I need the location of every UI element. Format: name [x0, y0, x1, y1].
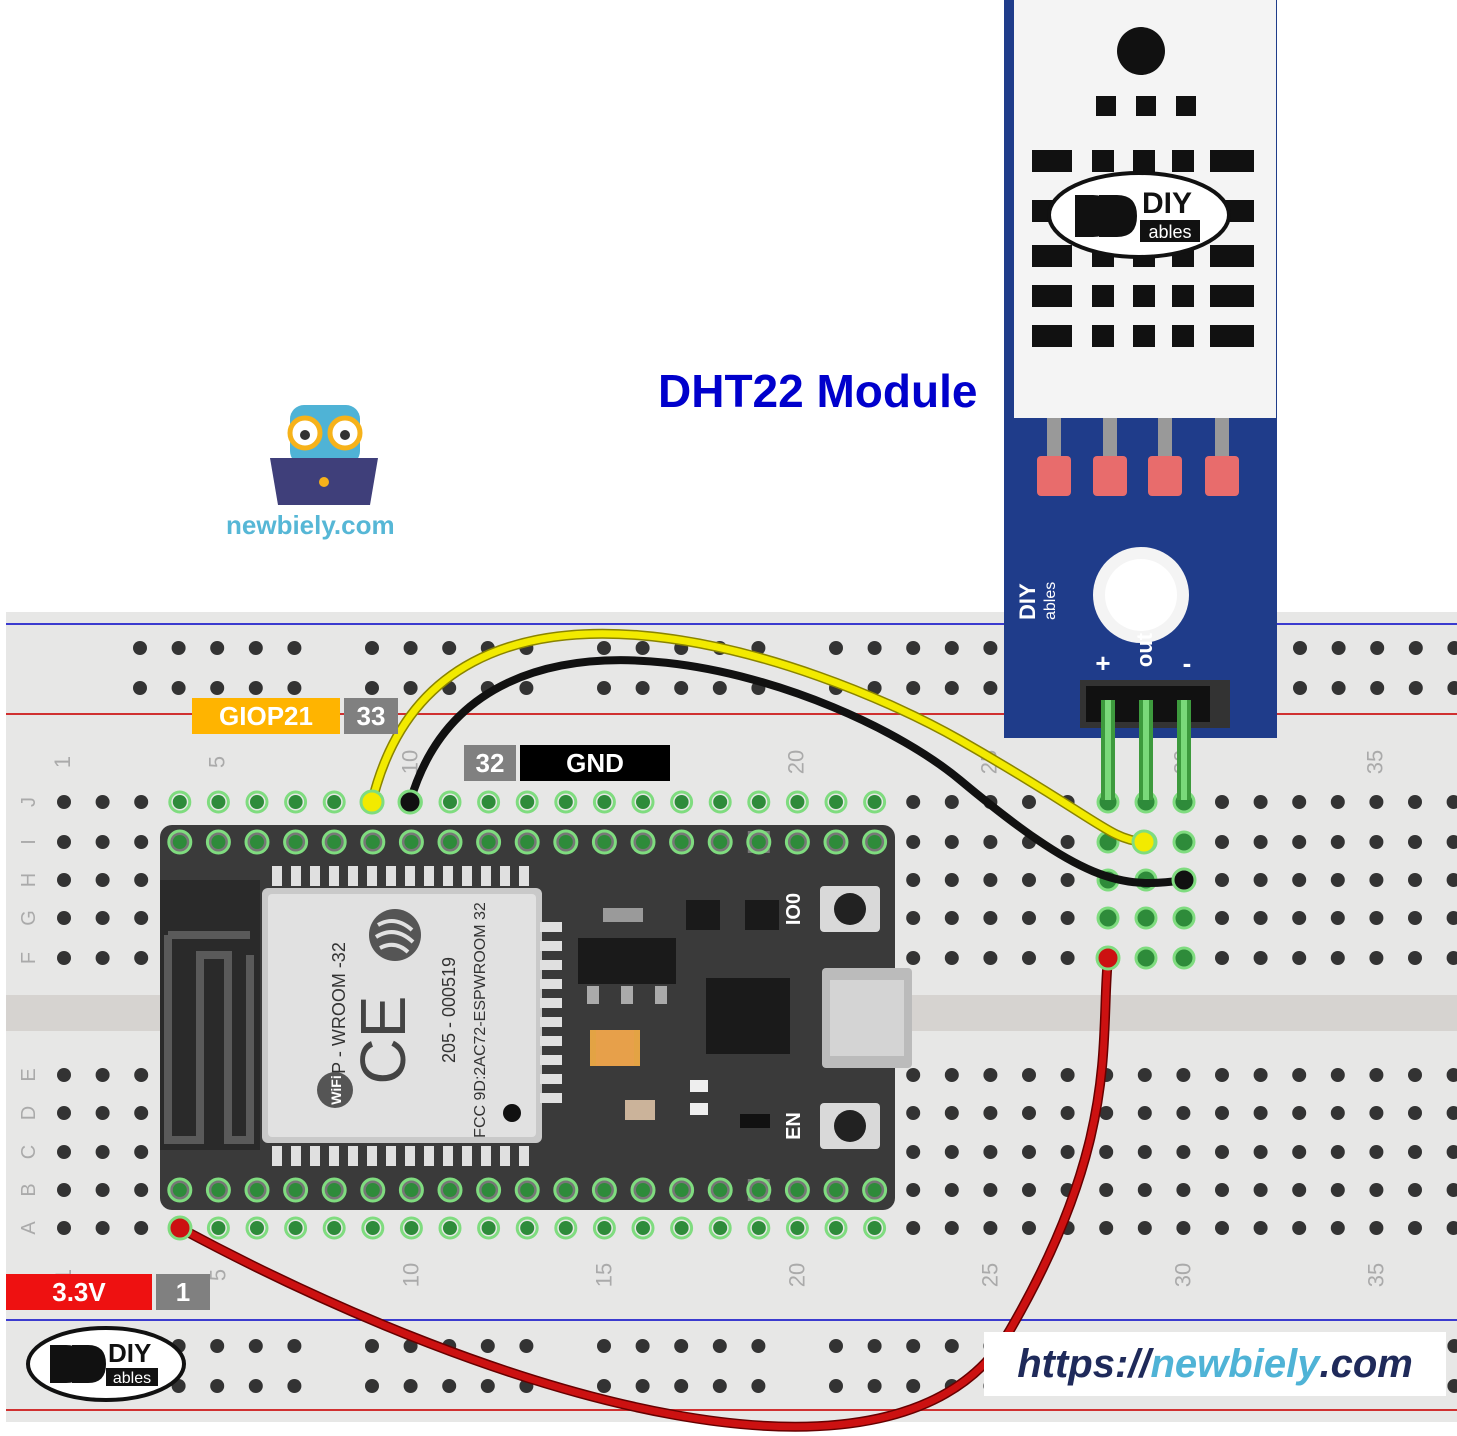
newbiely-owl-logo-icon: [270, 405, 378, 505]
wire-endpoints: [167, 789, 1197, 1241]
esp-shield-text: ESP - WROOM -32: [329, 942, 349, 1098]
column-number: 10: [398, 1263, 423, 1287]
wifi-icon: WiFi: [317, 1072, 353, 1108]
ce-mark-icon: CE: [347, 996, 419, 1085]
diyables-logo: DIY ables: [26, 1326, 186, 1402]
dht22-sensor-legs: [1037, 418, 1239, 496]
svg-text:ables: ables: [113, 1370, 151, 1387]
url-prefix: https://: [1017, 1341, 1151, 1386]
module-pin-minus-label: -: [1183, 648, 1192, 678]
esp-cert-text: 205 - 000519: [439, 957, 459, 1063]
svg-text:DIY: DIY: [1015, 583, 1040, 620]
column-number: 20: [783, 750, 808, 774]
svg-text:ables: ables: [1042, 582, 1059, 620]
dht22-sensor-grille: [1032, 96, 1254, 347]
io0-label: IO0: [783, 893, 805, 925]
svg-text:DIY: DIY: [1142, 187, 1192, 220]
module-title: DHT22 Module: [658, 365, 978, 417]
esp-module-pads-top: [272, 866, 529, 886]
esp-module-pads-bottom: [272, 1146, 529, 1166]
row-letter: I: [18, 839, 40, 845]
site-name: newbiely.com: [226, 510, 395, 540]
column-number: 25: [977, 1263, 1002, 1287]
dht22-header-pins: [1101, 700, 1191, 800]
url-link[interactable]: https://newbiely.com: [984, 1332, 1446, 1396]
column-number: 5: [205, 1269, 230, 1281]
url-domain: newbiely: [1150, 1341, 1320, 1386]
svg-text:DIY: DIY: [108, 1338, 151, 1368]
module-pin-out-label: out: [1132, 632, 1157, 667]
column-number: 15: [591, 1263, 616, 1287]
url-suffix: .com: [1319, 1341, 1413, 1386]
en-button[interactable]: [820, 1103, 880, 1149]
row-letter: E: [18, 1068, 40, 1081]
module-pin-plus-label: +: [1095, 648, 1110, 678]
esp-module-pads-side: [540, 922, 562, 1103]
column-number: 35: [1362, 750, 1387, 774]
data-pin-name-label: GIOP21: [192, 698, 340, 734]
column-number: 1: [50, 756, 75, 768]
dht22-module: DIY ables + out -: [1004, 0, 1277, 800]
esp-fcc-text: FCC 9D:2AC72-ESPWROOM 32: [472, 902, 489, 1138]
row-letter: G: [18, 910, 40, 926]
column-number: 35: [1363, 1263, 1388, 1287]
row-letter: H: [18, 873, 40, 887]
breadboard-row-letters: J I H G F E D C B A: [18, 797, 40, 1235]
vcc-pin-name-label: 3.3V: [6, 1274, 152, 1310]
row-letter: D: [18, 1106, 40, 1120]
vcc-pin-number-label: 1: [156, 1274, 210, 1310]
row-letter: C: [18, 1145, 40, 1159]
espressif-logo-icon: [369, 909, 421, 961]
diyables-sensor-logo: DIY ables: [1047, 171, 1231, 259]
io0-button[interactable]: [820, 886, 880, 932]
svg-text:ables: ables: [1148, 222, 1191, 242]
diyables-module-logo: DIY ables: [1015, 582, 1059, 620]
row-letter: F: [18, 952, 40, 964]
gnd-wire-black: [406, 656, 1188, 888]
gnd-pin-name-label: GND: [520, 745, 670, 781]
column-number: 20: [784, 1263, 809, 1287]
esp32-board: CE ESP - WROOM -32 205 - 000519 FCC 9D:2…: [160, 825, 912, 1210]
column-number: 5: [204, 756, 229, 768]
row-letter: B: [18, 1183, 40, 1196]
data-pin-number-label: 33: [344, 698, 398, 734]
column-number: 30: [1170, 1263, 1195, 1287]
row-letter: J: [18, 797, 40, 807]
svg-text:WiFi: WiFi: [328, 1075, 344, 1104]
gnd-pin-number-label: 32: [464, 745, 516, 781]
row-letter: A: [18, 1221, 40, 1235]
esp32-header-pins: [167, 829, 888, 1203]
en-label: EN: [783, 1112, 805, 1140]
